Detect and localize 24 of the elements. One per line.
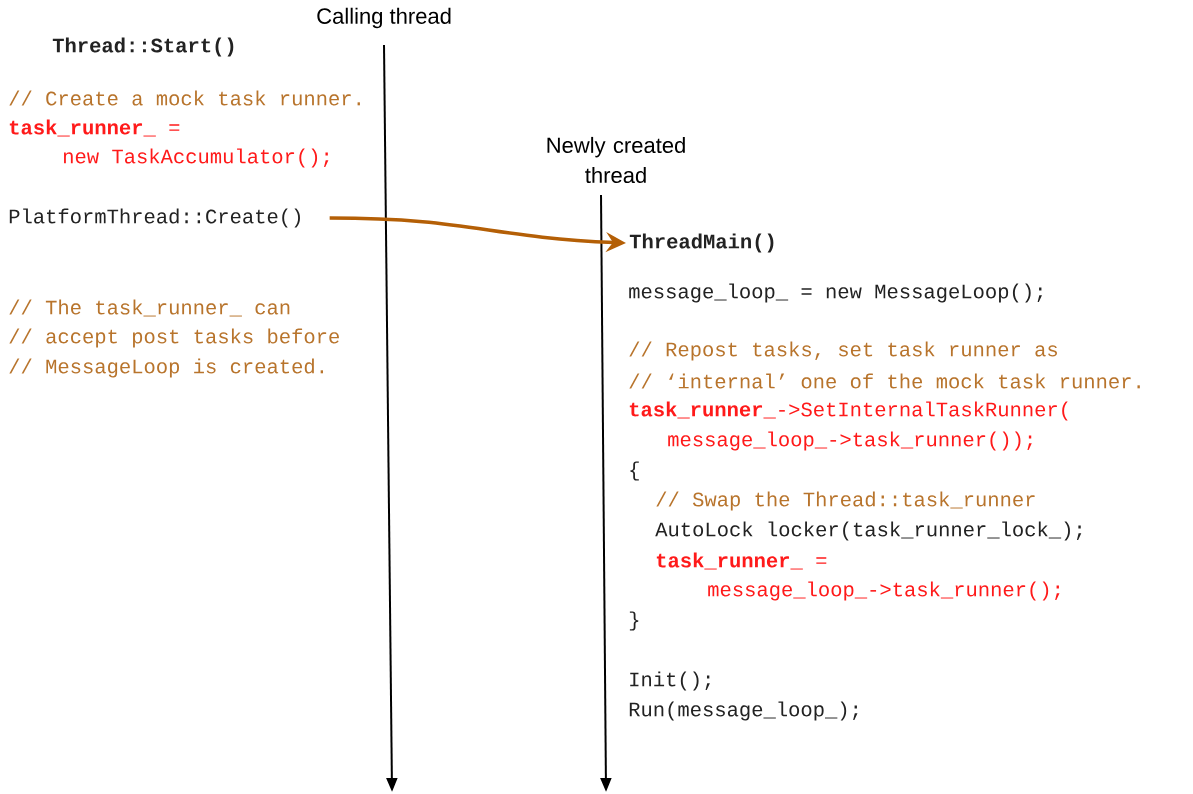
- code-line: {: [630, 461, 639, 481]
- code-line: message_loop_->task_runner();: [708, 581, 1060, 601]
- thread-label: Newly created thread: [547, 136, 685, 184]
- code-comment: // Repost tasks, set task runner as: [629, 341, 1057, 361]
- code-line: task_runner_->SetInternalTaskRunner(: [629, 401, 1068, 421]
- code-comment: // ‘internal’ one of the mock task runner.: [629, 373, 1140, 389]
- code-line: Init();: [630, 671, 710, 691]
- code-comment: // Create a mock task runner.: [9, 90, 360, 106]
- code-line: task_runner_ =: [9, 119, 180, 137]
- code-line: message_loop_ = new MessageLoop();: [629, 283, 1042, 303]
- code-line: }: [629, 611, 639, 631]
- code-line: message_loop_->task_runner());: [668, 431, 1032, 451]
- code-comment: // The task_runner_ can: [9, 299, 290, 317]
- code-comment: // Swap the Thread::task_runner: [656, 491, 1035, 511]
- code-line: new TaskAccumulator();: [64, 148, 329, 168]
- function-heading: ThreadMain(): [629, 233, 774, 253]
- code-line: task_runner_ =: [656, 552, 827, 570]
- function-heading: Thread::Start(): [52, 37, 234, 57]
- code-line: AutoLock locker(task_runner_lock_);: [655, 521, 1082, 541]
- code-comment: // MessageLoop is created.: [9, 358, 324, 378]
- thread-label: Calling thread: [317, 7, 451, 29]
- code-line: PlatformThread::Create(): [9, 208, 300, 228]
- code-line: Run(message_loop_);: [629, 701, 858, 721]
- code-comment: // accept post tasks before: [9, 328, 339, 348]
